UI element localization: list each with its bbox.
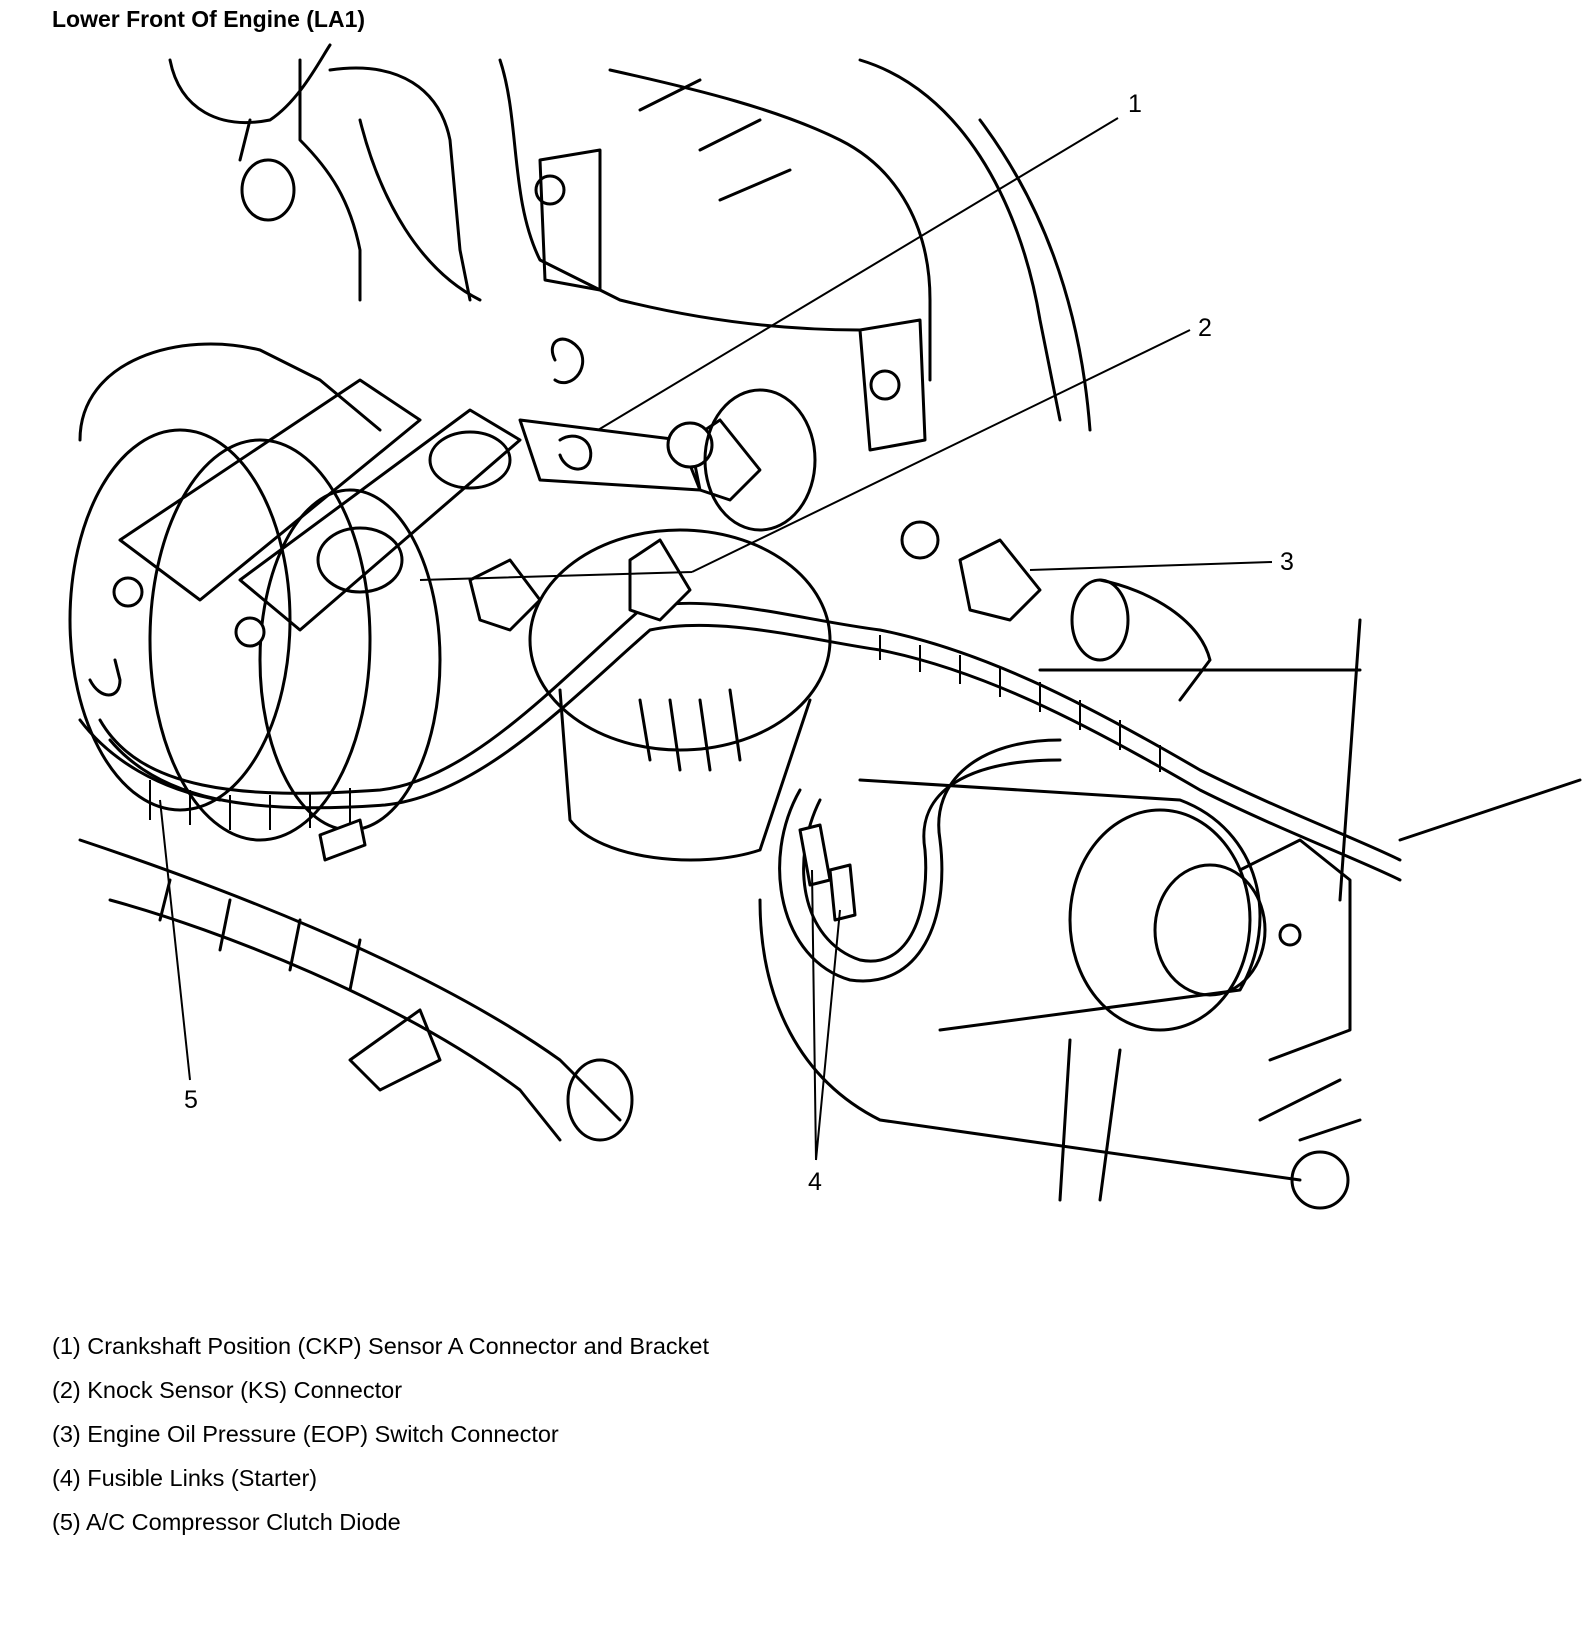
callout-1: 1 <box>1128 90 1142 118</box>
engine-illustration: 1 2 3 4 5 <box>68 43 1582 1210</box>
callout-4: 4 <box>808 1168 822 1196</box>
legend-item-4: (4) Fusible Links (Starter) <box>52 1465 318 1491</box>
lower-hose-drawing <box>78 838 634 1142</box>
legend-item-5: (5) A/C Compressor Clutch Diode <box>52 1509 401 1535</box>
legend: (1) Crankshaft Position (CKP) Sensor A C… <box>52 1324 709 1544</box>
legend-item-2: (2) Knock Sensor (KS) Connector <box>52 1377 403 1403</box>
engine-block-drawing <box>168 43 1092 560</box>
starter-motor-drawing <box>758 618 1582 1210</box>
callout-3: 3 <box>1280 548 1294 576</box>
callout-5: 5 <box>184 1086 198 1114</box>
callout-2: 2 <box>1198 314 1212 342</box>
oil-filter-drawing <box>528 528 832 862</box>
figure-title: Lower Front Of Engine (LA1) <box>52 6 366 32</box>
wiring-harness-drawing <box>98 388 1402 983</box>
legend-item-3: (3) Engine Oil Pressure (EOP) Switch Con… <box>52 1421 559 1447</box>
legend-item-1: (1) Crankshaft Position (CKP) Sensor A C… <box>52 1333 710 1359</box>
leader-lines <box>159 117 1273 1161</box>
